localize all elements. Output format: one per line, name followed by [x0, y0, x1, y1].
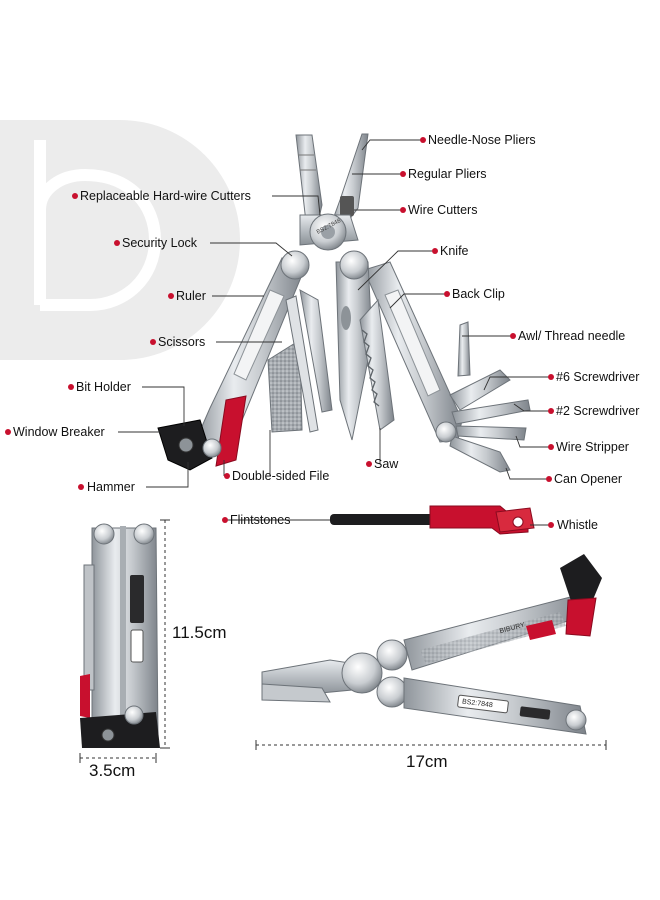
callout-dots	[5, 137, 554, 528]
label-screwdriver-2: #2 Screwdriver	[556, 404, 640, 418]
multitool-open-view	[157, 133, 531, 473]
label-scissors: Scissors	[158, 335, 206, 349]
callout-lines	[118, 139, 548, 488]
label-screwdriver-6: #6 Screwdriver	[556, 370, 640, 384]
label-back-clip: Back Clip	[452, 287, 505, 301]
label-security-lock: Security Lock	[122, 236, 198, 250]
engraving-model: BS2:7848	[462, 698, 493, 709]
flintstone-whistle	[228, 505, 548, 535]
multitool-closed-view	[79, 519, 170, 763]
label-saw: Saw	[374, 457, 399, 471]
label-wire-cutters: Wire Cutters	[408, 203, 478, 217]
label-knife: Knife	[440, 244, 469, 258]
label-needle-nose-pliers: Needle-Nose Pliers	[428, 133, 536, 147]
label-replaceable-cutters: Replaceable Hard-wire Cutters	[80, 189, 251, 203]
dimension-height: 11.5cm	[172, 623, 227, 642]
label-ruler: Ruler	[176, 289, 206, 303]
label-regular-pliers: Regular Pliers	[408, 167, 487, 181]
label-flintstones: Flintstones	[230, 513, 291, 527]
brand-watermark-logo	[0, 120, 240, 360]
label-bit-holder: Bit Holder	[76, 380, 131, 394]
label-hammer: Hammer	[87, 480, 135, 494]
label-whistle: Whistle	[557, 518, 598, 532]
label-window-breaker: Window Breaker	[13, 425, 105, 439]
label-double-sided-file: Double-sided File	[232, 469, 330, 483]
label-wire-stripper: Wire Stripper	[556, 440, 629, 454]
label-awl: Awl/ Thread needle	[518, 329, 626, 343]
dimension-length: 17cm	[406, 752, 448, 771]
dimension-width: 3.5cm	[89, 761, 136, 780]
label-can-opener: Can Opener	[554, 472, 623, 486]
multitool-side-view	[255, 554, 607, 750]
